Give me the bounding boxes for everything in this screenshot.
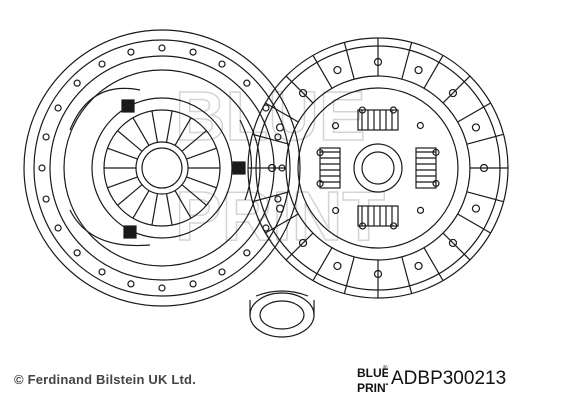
clutch-disc [247,37,509,299]
logo-line2: PRINT [357,381,388,395]
part-number: ADBP300213 [391,368,507,389]
blueprint-logo: BLUE PRINT ® [357,365,388,395]
watermark-line2: PRINT [175,177,385,255]
logo-line1: BLUE [357,366,388,380]
pressure-plate [23,29,301,307]
clutch-kit-drawing: BLUE PRINT [23,29,509,338]
damper-springs [319,109,437,227]
watermark: BLUE PRINT [174,76,386,256]
watermark-line1: BLUE [175,77,366,155]
release-bearing [249,290,315,338]
registered-mark: ® [383,365,388,372]
copyright-text: © Ferdinand Bilstein UK Ltd. [14,372,197,387]
